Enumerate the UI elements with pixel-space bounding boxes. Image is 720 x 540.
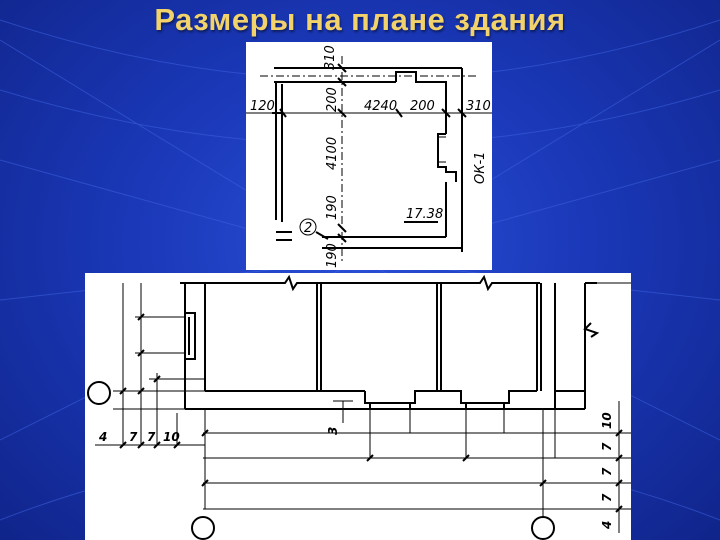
dim-4100: 4100 xyxy=(325,137,340,170)
callout-number: 2 xyxy=(304,221,312,236)
dim-right-7b: 7 xyxy=(600,467,614,476)
elevation-mark: 17.38 xyxy=(406,207,443,222)
dim-310-top: 310 xyxy=(323,45,338,70)
dim-left-10: 10 xyxy=(163,430,180,444)
dim-200-left: 200 xyxy=(325,87,340,112)
dim-190-bottom: 190 xyxy=(325,243,340,268)
dim-3: 3 xyxy=(326,427,340,435)
axis-bubble-bottom-left xyxy=(191,516,215,540)
dim-right-10: 10 xyxy=(600,412,614,429)
dim-left-7b: 7 xyxy=(147,430,156,444)
dim-right-7a: 7 xyxy=(600,442,614,451)
wall-dimension-svg: 4 7 7 10 3 10 7 7 7 4 xyxy=(87,274,631,540)
dim-right-7c: 7 xyxy=(600,493,614,502)
floor-plan-drawing: 310 120 200 4240 200 310 4100 190 190 17… xyxy=(246,45,492,268)
window-label: ОК-1 xyxy=(473,152,488,184)
dim-right-4: 4 xyxy=(600,521,614,530)
slide-title: Размеры на плане здания xyxy=(154,2,566,37)
dim-200-right: 200 xyxy=(410,99,435,114)
dim-120: 120 xyxy=(250,99,275,114)
dim-190-mid: 190 xyxy=(325,195,340,220)
axis-bubble-left xyxy=(87,381,111,405)
dim-left-7a: 7 xyxy=(129,430,138,444)
dim-4240: 4240 xyxy=(364,99,397,114)
axis-bubble-bottom-right xyxy=(531,516,555,540)
dim-310-right: 310 xyxy=(466,99,491,114)
wall-dimension-drawing: 4 7 7 10 3 10 7 7 7 4 xyxy=(85,273,631,540)
floor-plan-fragment: 310 120 200 4240 200 310 4100 190 190 17… xyxy=(246,42,492,270)
dim-left-4: 4 xyxy=(98,430,107,444)
